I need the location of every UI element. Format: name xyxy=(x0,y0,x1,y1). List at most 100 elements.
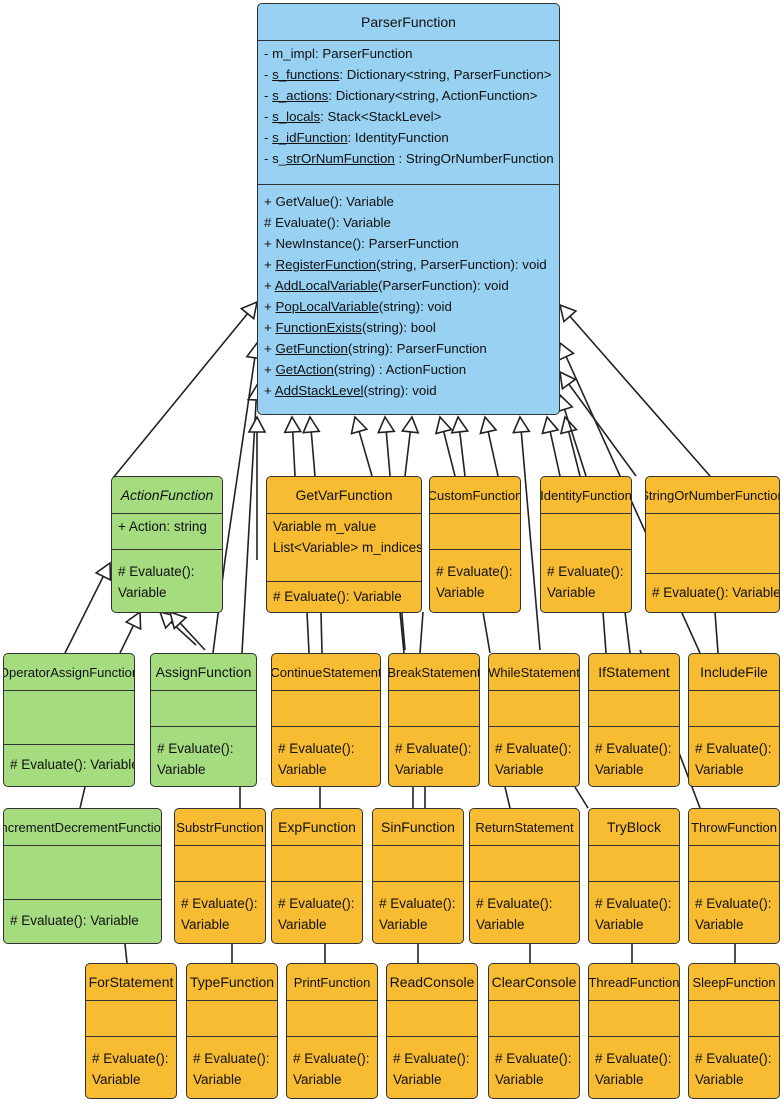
class-return-statement: ReturnStatement# Evaluate():Variable xyxy=(469,808,580,944)
operations-section: # Evaluate(): Variable xyxy=(646,573,779,612)
operation-line: Variable xyxy=(118,584,167,600)
operation-line: Variable xyxy=(595,761,644,777)
class-name: AssignFunction xyxy=(155,664,252,680)
operation-line: + GetValue(): Variable xyxy=(264,194,394,209)
operation-line: # Evaluate(): xyxy=(278,741,355,756)
class-name: StringOrNumberFunction xyxy=(645,487,780,503)
operation-line: + GetAction(string) : ActionFuction xyxy=(264,362,467,377)
edge-strnum-to-parser-arrowhead xyxy=(558,303,578,324)
operations-section: # Evaluate():Variable xyxy=(151,726,256,786)
edge-identity-to-parser-line xyxy=(549,431,561,477)
operations-section: # Evaluate():Variable xyxy=(589,881,679,943)
class-if-statement: IfStatement# Evaluate():Variable xyxy=(588,653,680,787)
class-name: WhileStatement xyxy=(488,664,580,680)
connector-line xyxy=(624,611,631,654)
class-name: GetVarFunction xyxy=(295,487,393,503)
edge-getvar4-to-parser-line xyxy=(404,431,412,477)
class-name: IncludeFile xyxy=(700,664,768,680)
operation-line: + FunctionExists(string): bool xyxy=(264,320,436,335)
attributes-section xyxy=(272,690,380,726)
attribute-line: Variable m_value xyxy=(273,519,377,534)
attributes-section xyxy=(470,845,579,881)
operations-section: # Evaluate():Variable xyxy=(287,1036,377,1098)
edge-increment-to-action-line xyxy=(119,625,135,654)
edge-getvar4-to-parser-arrowhead xyxy=(400,415,420,434)
attributes-section xyxy=(389,690,479,726)
class-name: BreakStatement xyxy=(388,664,480,680)
edge-operator-assign-to-action-line xyxy=(64,576,105,654)
operation-line: # Evaluate(): xyxy=(395,741,472,756)
class-name: TypeFunction xyxy=(189,974,275,990)
class-name: SleepFunction xyxy=(692,974,776,990)
connector-line xyxy=(79,786,86,809)
class-try-block: TryBlock # Evaluate():Variable xyxy=(588,808,680,944)
class-operator-assign-function: OperatorAssignFunction # Evaluate(): Vari… xyxy=(3,653,135,787)
edge-getvar2-to-parser-arrowhead xyxy=(302,415,321,434)
connector-line xyxy=(574,786,589,809)
operation-line: Variable xyxy=(495,761,544,777)
operations-section: # Evaluate():Variable xyxy=(541,549,631,612)
operation-line: Variable xyxy=(395,761,444,777)
operation-line: Variable xyxy=(278,916,327,932)
operations-section: # Evaluate():Variable xyxy=(689,881,779,943)
operations-section: # Evaluate():Variable xyxy=(489,726,579,786)
attributes-section xyxy=(151,690,256,726)
operation-line: Variable xyxy=(278,761,327,777)
operation-line: # Evaluate(): Variable xyxy=(652,584,780,600)
operation-line: # Evaluate(): xyxy=(379,896,456,911)
attributes-section xyxy=(489,690,579,726)
class-increment-decrement-function: IncrementDecrementFunction# Evaluate(): … xyxy=(3,808,162,944)
class-continue-statement: ContinueStatement# Evaluate():Variable xyxy=(271,653,381,787)
connector-line xyxy=(504,786,511,809)
operation-line: # Evaluate(): Variable xyxy=(273,588,402,604)
operation-line: Variable xyxy=(476,916,525,932)
operation-line: # Evaluate(): xyxy=(436,564,513,579)
operation-line: # Evaluate(): xyxy=(393,1051,470,1066)
edge-assign-to-parser-line xyxy=(224,357,256,561)
class-clear-console: ClearConsole # Evaluate():Variable xyxy=(488,963,580,1099)
attributes-section xyxy=(541,513,631,549)
attributes-section xyxy=(387,1000,477,1036)
operations-section: # Evaluate():Variable xyxy=(489,1036,579,1098)
edge-getvar3-to-parser-line xyxy=(358,431,373,477)
class-name: ForStatement xyxy=(88,974,174,990)
edge-custom-to-parser-arrowhead xyxy=(434,415,453,435)
attributes-section xyxy=(689,845,779,881)
connector-line xyxy=(419,611,424,654)
attribute-line: + Action: string xyxy=(118,519,207,534)
class-sleep-function: SleepFunction# Evaluate():Variable xyxy=(688,963,780,1099)
operation-line: Variable xyxy=(547,584,596,600)
operations-section: # Evaluate(): Variable xyxy=(389,726,479,786)
operations-section: # Evaluate():Variable xyxy=(373,881,463,943)
attributes-section xyxy=(4,845,161,899)
class-sin-function: SinFunction# Evaluate():Variable xyxy=(372,808,464,944)
operation-line: # Evaluate(): xyxy=(595,741,672,756)
edge-custom-to-parser-line xyxy=(442,431,456,477)
edge-getvar2-to-parser-line xyxy=(310,431,316,477)
edge-identity2-to-parser-line xyxy=(567,431,581,477)
operation-line: Variable xyxy=(595,1071,644,1087)
operation-line: Variable xyxy=(157,761,206,777)
attributes-section xyxy=(689,1000,779,1036)
operations-section: + GetValue(): Variable # Evaluate(): Var… xyxy=(258,184,559,414)
operation-line: # Evaluate(): Variable xyxy=(264,215,391,230)
class-name: ThreadFunction xyxy=(588,974,680,990)
attributes-section xyxy=(589,845,679,881)
attributes-section xyxy=(646,513,779,573)
operation-line: # Evaluate(): xyxy=(695,896,772,911)
operations-section: # Evaluate():Variable xyxy=(86,1036,176,1098)
operation-line: + PopLocalVariable(string): void xyxy=(264,299,452,314)
operation-line: + RegisterFunction(string, ParserFunctio… xyxy=(264,257,547,272)
operation-line: Variable xyxy=(193,1071,242,1087)
class-name: ClearConsole xyxy=(491,974,577,990)
operation-line: # Evaluate(): Variable xyxy=(10,757,135,773)
class-name: OperatorAssignFunction xyxy=(3,664,135,680)
class-name: TryBlock xyxy=(607,819,661,835)
class-exp-function: ExpFunction# Evaluate():Variable xyxy=(271,808,363,944)
class-parser-function: ParserFunction - m_impl: ParserFunction … xyxy=(257,3,560,415)
edge-continue-to-parser-line xyxy=(241,399,257,654)
operations-section: # Evaluate(): Variable xyxy=(4,744,134,786)
class-action-function: ActionFunction+ Action: string# Evaluate… xyxy=(111,476,223,613)
operations-section: # Evaluate(): Variable xyxy=(272,726,380,786)
